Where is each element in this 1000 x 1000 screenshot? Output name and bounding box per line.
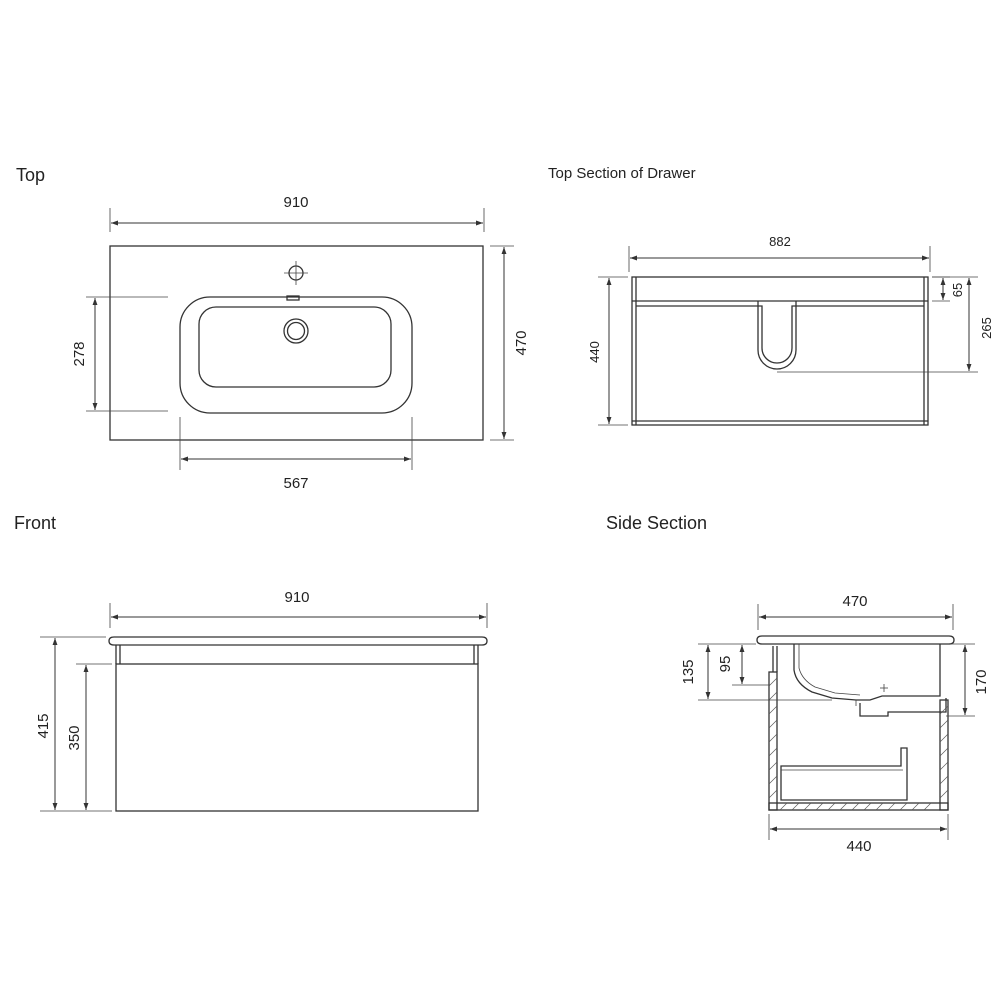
side-view: Side Section 470	[606, 513, 990, 855]
drawer-cutout-inner	[636, 305, 924, 364]
side-d170-label: 170	[973, 669, 990, 694]
drawer-view: Top Section of Drawer 882 440 65 265	[548, 165, 994, 426]
top-view: Top 910 278 470	[16, 165, 530, 492]
front-width-label: 910	[284, 589, 309, 606]
front-drawer-height-label: 350	[66, 725, 83, 750]
top-view-title: Top	[16, 165, 45, 185]
drain-inner	[286, 321, 306, 341]
front-view: Front 910 415 350	[14, 513, 488, 812]
basin-width-label: 567	[283, 475, 308, 492]
drawer-cutout-outer	[757, 301, 797, 370]
drain-outer	[283, 318, 309, 344]
side-top-depth-label: 470	[842, 593, 867, 610]
side-hatching	[768, 677, 949, 811]
side-view-title: Side Section	[606, 513, 707, 533]
basin-outer	[179, 296, 413, 414]
drawer-view-title: Top Section of Drawer	[548, 165, 696, 182]
drawer-outline	[631, 276, 929, 426]
tap-hole-icon	[284, 261, 308, 285]
front-view-title: Front	[14, 513, 56, 533]
front-drawer-panel	[115, 663, 479, 812]
side-drain-trap	[859, 698, 947, 717]
top-width-label: 910	[283, 194, 308, 211]
side-d95-label: 95	[717, 656, 734, 673]
side-body-depth-label: 440	[846, 838, 871, 855]
side-bottom-panel	[768, 802, 949, 811]
overflow-slot	[286, 295, 300, 301]
top-depth-label: 470	[513, 330, 530, 355]
side-countertop	[756, 635, 955, 645]
front-countertop	[108, 636, 488, 646]
drawer-width-label: 882	[769, 234, 791, 249]
side-basin-profile	[793, 644, 941, 701]
vanity-top-outline	[109, 245, 484, 441]
drawer-depth-label: 440	[587, 341, 602, 363]
side-d135-label: 135	[680, 659, 697, 684]
drawer-front-label: 65	[950, 283, 965, 297]
side-drawer-box	[780, 747, 908, 801]
basin-depth-label: 278	[71, 341, 88, 366]
drawer-cutout-label: 265	[979, 317, 994, 339]
basin-inner	[198, 306, 392, 388]
front-height-label: 415	[35, 713, 52, 738]
